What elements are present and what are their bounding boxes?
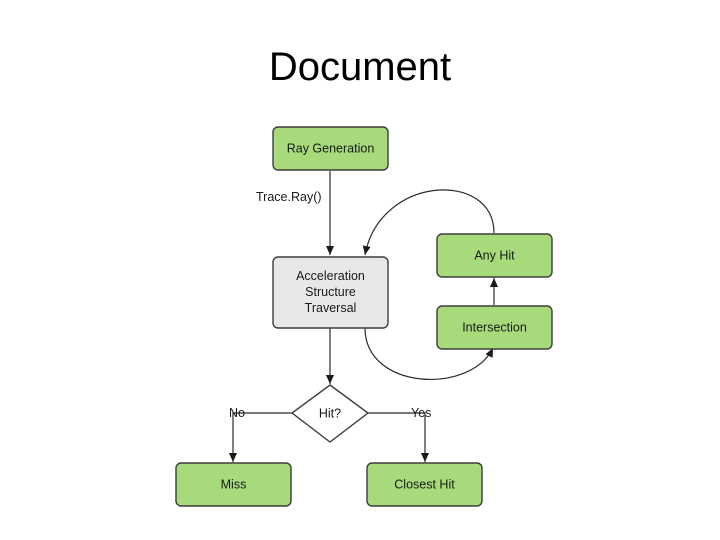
node-intersection: Intersection xyxy=(436,305,553,350)
edge-traversal-to-intersection xyxy=(364,327,494,380)
edge-anyhit-to-traversal xyxy=(362,189,495,256)
edge-label-no: No xyxy=(229,406,245,420)
edge-hit-yes-to-closest xyxy=(368,412,429,462)
node-closest-hit-label: Closest Hit xyxy=(394,478,455,492)
node-miss-label: Miss xyxy=(221,478,247,492)
node-acceleration-line-3: Traversal xyxy=(305,301,357,315)
node-any-hit: Any Hit xyxy=(436,233,553,278)
node-acceleration-line-1: Acceleration xyxy=(296,269,365,283)
node-closest-hit: Closest Hit xyxy=(366,462,483,507)
node-hit-decision-label: Hit? xyxy=(319,407,341,421)
node-any-hit-label: Any Hit xyxy=(474,249,515,263)
node-ray-generation: Ray Generation xyxy=(272,126,389,171)
edge-hit-no-to-miss xyxy=(229,412,292,462)
edge-label-trace-ray: Trace.Ray() xyxy=(256,190,322,204)
node-ray-generation-label: Ray Generation xyxy=(287,142,375,156)
node-hit-decision: Hit? xyxy=(290,384,370,443)
slide-title: Document xyxy=(268,45,452,89)
node-acceleration-structure-traversal: Acceleration Structure Traversal xyxy=(272,256,389,329)
node-acceleration-line-2: Structure xyxy=(305,285,356,299)
node-miss: Miss xyxy=(175,462,292,507)
edge-label-yes: Yes xyxy=(411,406,431,420)
node-intersection-label: Intersection xyxy=(462,321,527,335)
